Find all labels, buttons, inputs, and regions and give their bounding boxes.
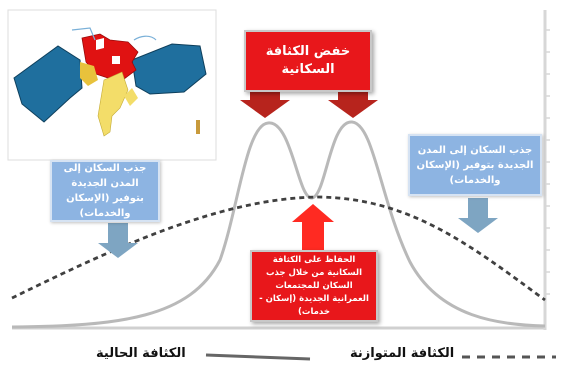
legend-current-label: الكثافة الحالية	[96, 346, 186, 361]
red-arrow-down-left	[240, 92, 290, 118]
maintain-density-box: الحفاظ على الكثافة السكانية من خلال جذب …	[250, 250, 378, 322]
red-arrow-up-head	[292, 204, 334, 222]
legend-current-line	[205, 353, 311, 361]
left-blue-arrow	[98, 223, 138, 258]
y-axis-ticks	[545, 29, 550, 295]
maintain-density-text: الحفاظ على الكثافة السكانية من خلال جذب …	[259, 254, 369, 317]
right-attract-box: جذب السكان إلى المدن الجديدة بتوفير (الإ…	[408, 134, 542, 196]
legend-balanced-label: الكثافة المتوازنة	[350, 346, 455, 361]
balanced-density-curve	[11, 195, 546, 302]
red-arrow-down-right	[328, 92, 378, 118]
reduce-density-box: خفض الكثافة السكانية	[244, 30, 372, 92]
right-blue-arrow	[458, 198, 498, 233]
map-thumbnail	[7, 9, 217, 161]
left-attract-text: جذب السكان إلى المدن الجديدة بتوفير (الإ…	[63, 163, 147, 219]
right-attract-text: جذب السكان إلى المدن الجديدة بتوفير (الإ…	[416, 144, 534, 186]
left-attract-box: جذب السكان إلى المدن الجديدة بتوفير (الإ…	[50, 160, 160, 222]
reduce-density-text: خفض الكثافة السكانية	[265, 44, 351, 77]
